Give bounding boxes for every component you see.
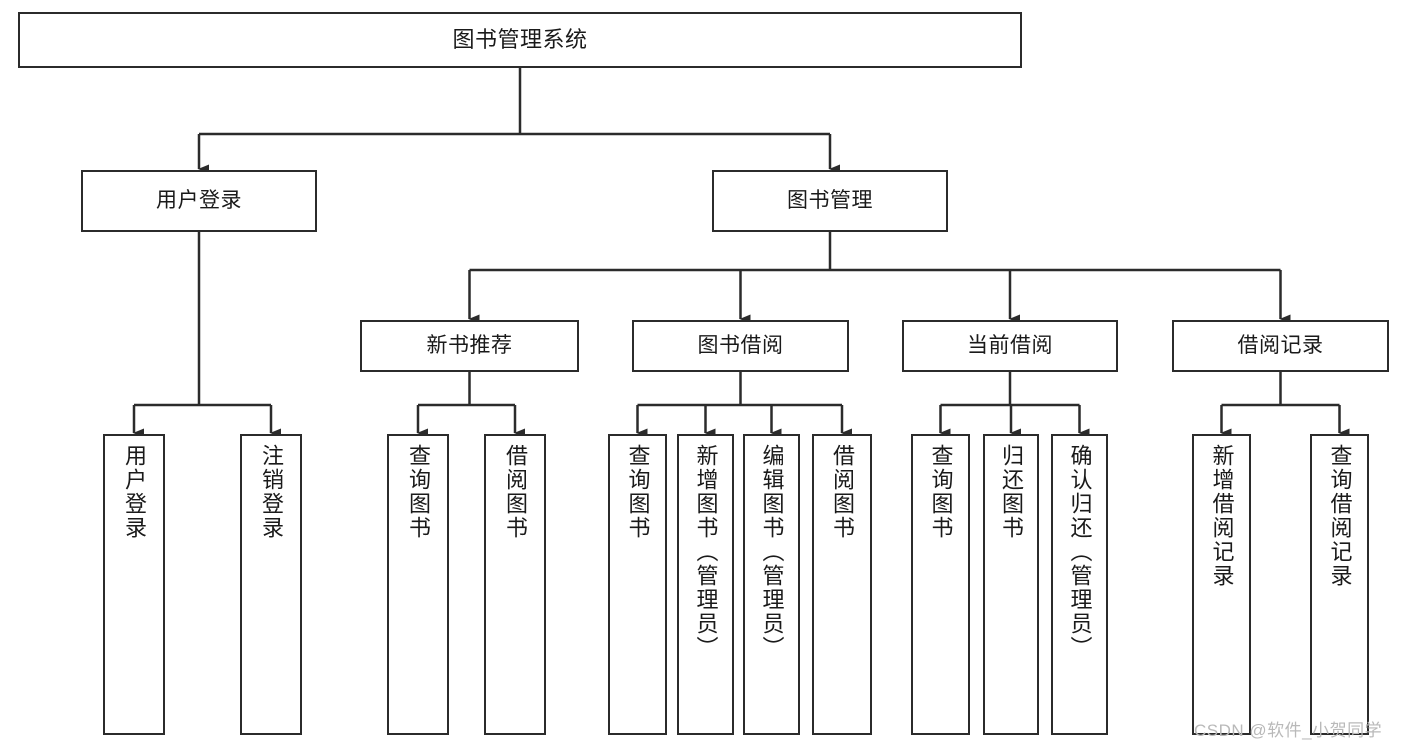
node-label: 当前借阅 xyxy=(967,333,1053,357)
leaf-add-book-admin[interactable]: 新增图书（管理员） xyxy=(677,434,734,735)
node-borrow-record[interactable]: 借阅记录 xyxy=(1172,320,1389,372)
node-label: 新增图书（管理员） xyxy=(693,444,719,660)
node-label: 注销登录 xyxy=(258,444,284,540)
node-user-login[interactable]: 用户登录 xyxy=(81,170,317,232)
node-label: 借阅图书 xyxy=(829,444,855,540)
node-label: 归还图书 xyxy=(998,444,1024,540)
leaf-logout[interactable]: 注销登录 xyxy=(240,434,302,735)
watermark: CSDN @软件_小贺同学 xyxy=(1194,721,1383,740)
node-current-borrow[interactable]: 当前借阅 xyxy=(902,320,1118,372)
node-label: 借阅记录 xyxy=(1237,333,1324,357)
leaf-query-book-recommend[interactable]: 查询图书 xyxy=(387,434,449,735)
leaf-return-book[interactable]: 归还图书 xyxy=(983,434,1039,735)
node-book-borrow[interactable]: 图书借阅 xyxy=(632,320,849,372)
node-label: 用户登录 xyxy=(121,444,147,540)
leaf-query-book[interactable]: 查询图书 xyxy=(608,434,667,735)
node-label: 查询图书 xyxy=(625,444,651,540)
leaf-query-borrow-record[interactable]: 查询借阅记录 xyxy=(1310,434,1369,735)
node-label: 查询图书 xyxy=(928,444,954,540)
node-new-book-recommend[interactable]: 新书推荐 xyxy=(360,320,579,372)
node-label: 查询图书 xyxy=(405,444,431,540)
leaf-user-login[interactable]: 用户登录 xyxy=(103,434,165,735)
node-label: 借阅图书 xyxy=(502,444,528,540)
leaf-query-book-current[interactable]: 查询图书 xyxy=(911,434,970,735)
leaf-borrow-book[interactable]: 借阅图书 xyxy=(812,434,872,735)
leaf-confirm-return-admin[interactable]: 确认归还（管理员） xyxy=(1051,434,1108,735)
node-label: 确认归还（管理员） xyxy=(1067,444,1093,660)
node-label: 图书管理系统 xyxy=(452,26,588,52)
node-root[interactable]: 图书管理系统 xyxy=(18,12,1022,68)
node-label: 新增借阅记录 xyxy=(1209,444,1235,588)
node-label: 查询借阅记录 xyxy=(1327,444,1353,588)
node-label: 图书借阅 xyxy=(697,333,784,357)
leaf-add-borrow-record[interactable]: 新增借阅记录 xyxy=(1192,434,1251,735)
node-label: 编辑图书（管理员） xyxy=(759,444,785,660)
leaf-edit-book-admin[interactable]: 编辑图书（管理员） xyxy=(743,434,800,735)
node-label: 用户登录 xyxy=(156,188,242,212)
node-label: 新书推荐 xyxy=(426,333,513,357)
tree-edges xyxy=(132,68,1350,438)
leaf-borrow-book-recommend[interactable]: 借阅图书 xyxy=(484,434,546,735)
node-book-management[interactable]: 图书管理 xyxy=(712,170,948,232)
node-label: 图书管理 xyxy=(787,188,873,212)
